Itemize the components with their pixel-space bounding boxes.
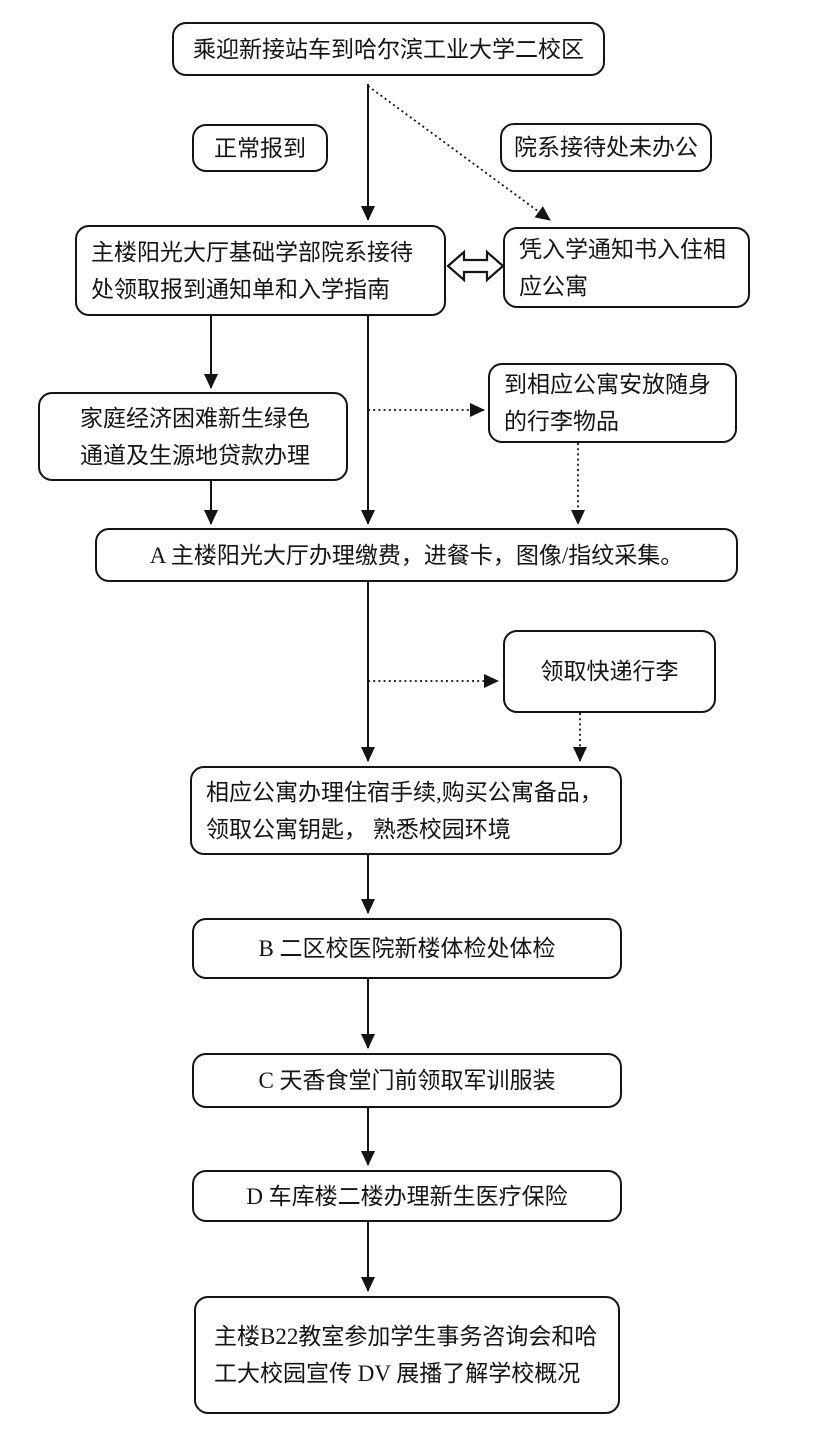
node-dorm-checkin-label: 相应公寓办理住宿手续,购买公寓备品，领取公寓钥匙， 熟悉校园环境 (206, 779, 603, 842)
node-step-d-insurance: D 车库楼二楼办理新生医疗保险 (192, 1170, 622, 1222)
node-express-luggage: 领取快递行李 (503, 630, 716, 713)
node-final-meeting: 主楼B22教室参加学生事务咨询会和哈工大校园宣传 DV 展播了解学校概况 (194, 1296, 620, 1414)
node-dept-not-open-label: 院系接待处未办公 (514, 135, 698, 160)
node-express-luggage-label: 领取快递行李 (540, 659, 679, 684)
node-arrive-campus: 乘迎新接站车到哈尔滨工业大学二校区 (172, 22, 605, 76)
node-dorm-with-notice-label: 凭入学通知书入住相应公寓 (519, 236, 726, 299)
node-step-c-military-uniform: C 天香食堂门前领取军训服装 (192, 1053, 622, 1108)
node-final-meeting-label: 主楼B22教室参加学生事务咨询会和哈工大校园宣传 DV 展播了解学校概况 (214, 1324, 598, 1386)
node-step-b-physical-exam: B 二区校医院新楼体检处体检 (192, 918, 622, 979)
node-step-b-physical-exam-label: B 二区校医院新楼体检处体检 (258, 936, 556, 961)
node-step-a-payment-label: A 主楼阳光大厅办理缴费，进餐卡，图像/指纹采集。 (149, 542, 684, 568)
node-dorm-with-notice: 凭入学通知书入住相应公寓 (503, 227, 750, 308)
node-dorm-checkin: 相应公寓办理住宿手续,购买公寓备品，领取公寓钥匙， 熟悉校园环境 (190, 766, 622, 855)
node-green-channel: 家庭经济困难新生绿色通道及生源地贷款办理 (38, 392, 348, 481)
node-store-luggage: 到相应公寓安放随身的行李物品 (488, 363, 737, 443)
node-arrive-campus-label: 乘迎新接站车到哈尔滨工业大学二校区 (193, 36, 584, 62)
node-step-a-payment: A 主楼阳光大厅办理缴费，进餐卡，图像/指纹采集。 (95, 528, 738, 582)
node-main-hall-reception: 主楼阳光大厅基础学部院系接待处领取报到通知单和入学指南 (75, 225, 446, 316)
node-step-c-military-uniform-label: C 天香食堂门前领取军训服装 (258, 1068, 556, 1093)
node-green-channel-label: 家庭经济困难新生绿色通道及生源地贷款办理 (80, 405, 310, 468)
dotted-arrow-arrive-to-dorm (367, 85, 551, 221)
node-store-luggage-label: 到相应公寓安放随身的行李物品 (504, 372, 711, 434)
node-normal-report: 正常报到 (192, 124, 328, 172)
double-arrow-mainhall-dorm-icon (446, 249, 505, 283)
node-dept-not-open: 院系接待处未办公 (500, 123, 712, 172)
node-normal-report-label: 正常报到 (214, 135, 306, 161)
node-main-hall-reception-label: 主楼阳光大厅基础学部院系接待处领取报到通知单和入学指南 (91, 239, 413, 302)
node-step-d-insurance-label: D 车库楼二楼办理新生医疗保险 (246, 1183, 568, 1209)
